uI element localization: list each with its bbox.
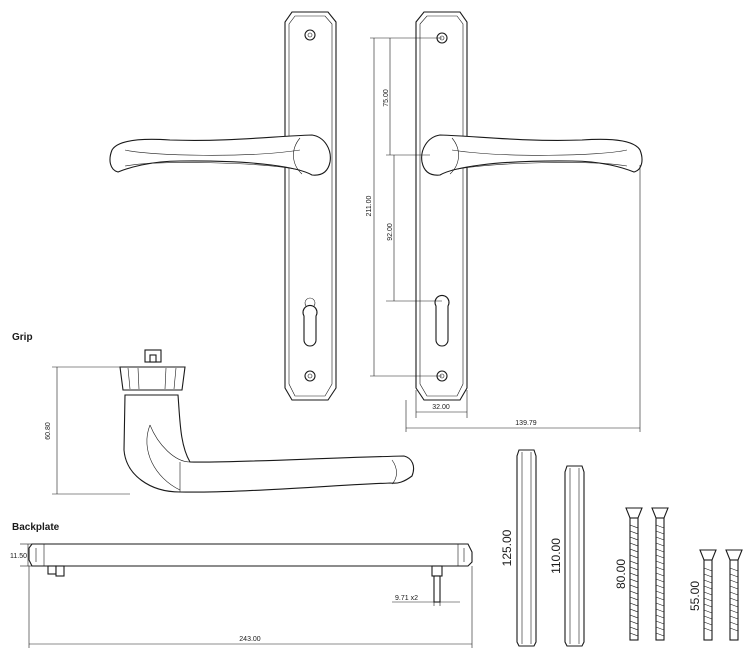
dim-60: 60.80 <box>45 422 52 440</box>
grip-label: Grip <box>12 332 33 343</box>
spindle-short <box>564 465 585 647</box>
dim-11: 11.50 <box>10 553 27 560</box>
keyhole-left <box>302 304 318 347</box>
dim-32: 32.00 <box>432 404 450 411</box>
screws-55 <box>699 549 743 641</box>
backplate-side-view <box>20 543 473 648</box>
dim-211: 211.00 <box>366 195 373 216</box>
dim-80: 80.00 <box>614 559 628 589</box>
dim-243: 243.00 <box>239 636 261 643</box>
dim-9: 9.71 x2 <box>395 595 418 602</box>
dim-139: 139.79 <box>515 420 537 427</box>
dim-125: 125.00 <box>500 529 514 566</box>
backplate-label: Backplate <box>12 522 60 533</box>
dim-75: 75.00 <box>383 89 390 107</box>
backplate-bar <box>28 543 473 567</box>
screws-80 <box>625 507 669 641</box>
dim-92: 92.00 <box>387 223 394 241</box>
handle-front-right <box>415 11 643 401</box>
grip-rose <box>119 366 186 391</box>
dim-55: 55.00 <box>688 581 702 611</box>
dim-110: 110.00 <box>549 538 563 574</box>
spindle-long <box>516 449 537 647</box>
front-dimensions <box>370 37 641 432</box>
backplate-outline-right <box>415 11 468 401</box>
keyhole-right <box>434 294 450 347</box>
grip-side-view <box>52 349 415 495</box>
handle-front-left <box>109 11 337 401</box>
grip-lever <box>123 394 415 493</box>
